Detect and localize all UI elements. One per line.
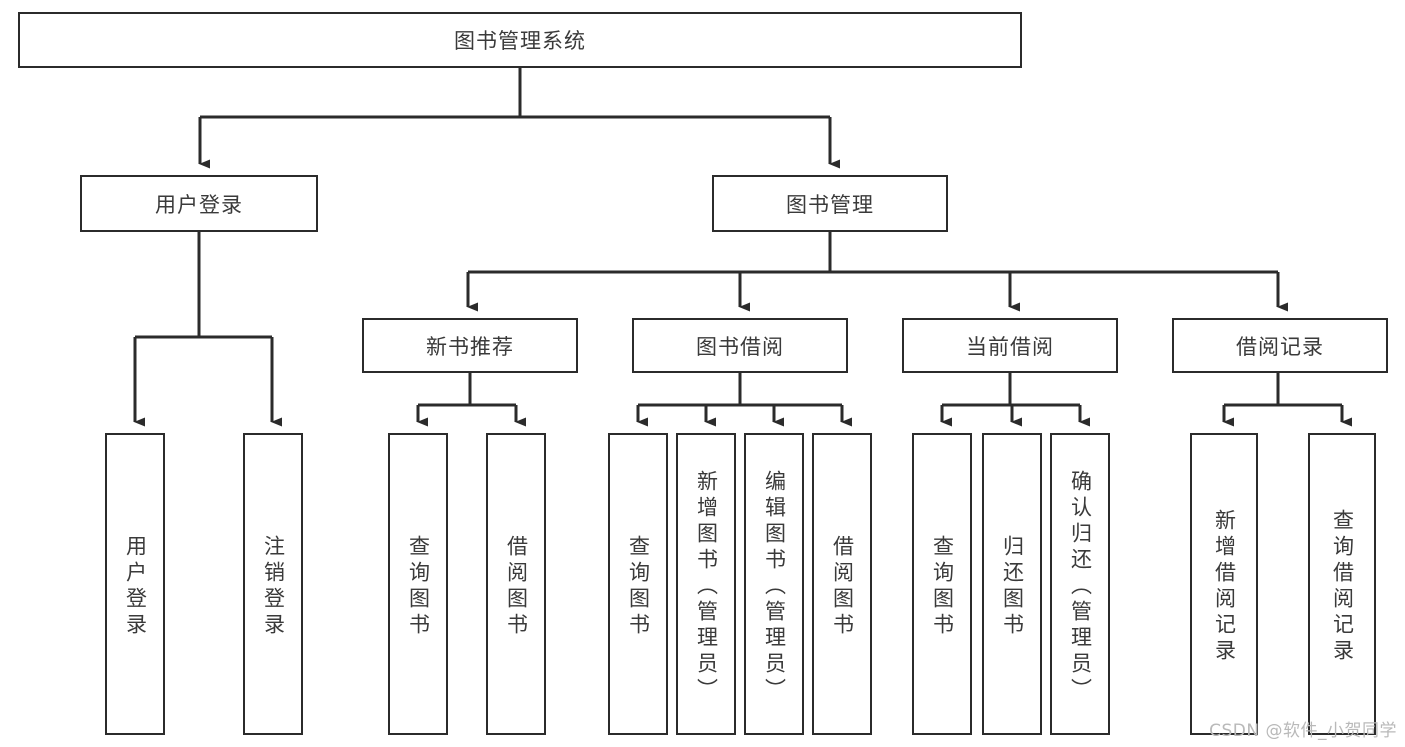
node-level2-3[interactable]: 借阅记录 [1172,318,1388,373]
node-level1-0[interactable]: 用户登录 [80,175,318,232]
node-leaf-4[interactable]: 查询图书 [608,433,668,735]
node-leaf-5[interactable]: 新增图书（管理员） [676,433,736,735]
node-leaf-11[interactable]: 新增借阅记录 [1190,433,1258,735]
node-leaf-12[interactable]: 查询借阅记录 [1308,433,1376,735]
node-leaf-8[interactable]: 查询图书 [912,433,972,735]
node-level1-1[interactable]: 图书管理 [712,175,948,232]
node-leaf-3[interactable]: 借阅图书 [486,433,546,735]
node-leaf-10[interactable]: 确认归还（管理员） [1050,433,1110,735]
node-leaf-0[interactable]: 用户登录 [105,433,165,735]
node-level2-2[interactable]: 当前借阅 [902,318,1118,373]
node-leaf-9[interactable]: 归还图书 [982,433,1042,735]
node-leaf-7[interactable]: 借阅图书 [812,433,872,735]
node-root[interactable]: 图书管理系统 [18,12,1022,68]
node-leaf-1[interactable]: 注销登录 [243,433,303,735]
node-leaf-2[interactable]: 查询图书 [388,433,448,735]
node-level2-0[interactable]: 新书推荐 [362,318,578,373]
watermark-text: CSDN @软件_小贺同学 [1209,721,1397,741]
node-level2-1[interactable]: 图书借阅 [632,318,848,373]
node-leaf-6[interactable]: 编辑图书（管理员） [744,433,804,735]
